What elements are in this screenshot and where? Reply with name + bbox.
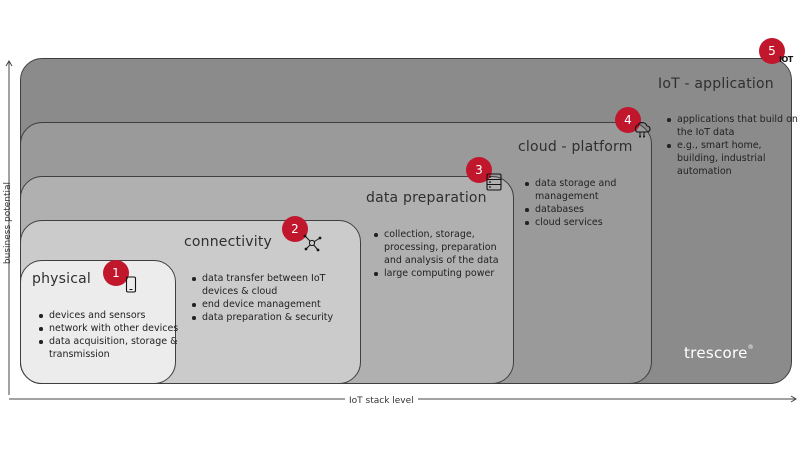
layer-4-bullets: data storage and management databases cl… [523, 177, 645, 229]
layer-2-bullet: data preparation & security [192, 311, 352, 324]
layer-1-badge: 1 [103, 260, 129, 286]
layer-2-bullets: data transfer between IoT devices & clou… [190, 272, 352, 324]
layer-5-bullet: e.g., smart home, building, industrial a… [667, 139, 799, 178]
layer-2-bullet: end device management [192, 298, 352, 311]
layer-3-title: data preparation [366, 190, 487, 206]
x-axis-label: IoT stack level [345, 396, 418, 406]
layer-1-bullet: data acquisition, storage & transmission [39, 335, 184, 361]
brand-logo: trescore® [684, 344, 754, 362]
iot-logo-icon: IOT [779, 55, 793, 64]
layer-1-bullet: devices and sensors [39, 309, 184, 322]
y-axis-label: business potential [3, 181, 13, 265]
layer-2-title: connectivity [184, 234, 273, 250]
layer-5-bullet: applications that build on the IoT data [667, 114, 798, 138]
layer-1-bullets: devices and sensors network with other d… [37, 309, 184, 361]
layer-2-bullet: data transfer between IoT devices & clou… [192, 272, 352, 298]
layer-1-title: physical [32, 271, 91, 287]
x-axis-arrow [790, 395, 797, 403]
layer-3-bullet: collection, storage, processing, prepara… [374, 228, 514, 267]
network-nodes-icon [303, 234, 322, 252]
device-icon [125, 276, 137, 293]
layer-5-bullets: applications that build on the IoT data … [665, 113, 799, 178]
layer-3-bullet: large computing power [374, 267, 514, 280]
layer-3-bullets: collection, storage, processing, prepara… [372, 228, 514, 280]
layer-4-bullet: databases [525, 203, 645, 216]
layer-5-badge: 5 [759, 38, 785, 64]
layer-3-badge: 3 [466, 157, 492, 183]
y-axis-arrow [5, 60, 13, 67]
layer-4-bullet: data storage and management [525, 177, 645, 203]
server-rack-icon [486, 173, 502, 191]
brand-mark: ® [747, 344, 754, 351]
layer-4-title: cloud - platform [518, 139, 633, 155]
layer-1-bullet: network with other devices [39, 322, 184, 335]
layer-2-badge: 2 [282, 216, 308, 242]
layer-4-badge: 4 [615, 107, 641, 133]
cloud-icon [634, 122, 651, 138]
brand-name: trescore [684, 344, 748, 362]
layer-physical [20, 260, 176, 384]
layer-4-bullet: cloud services [525, 216, 645, 229]
layer-5-title: IoT - application [658, 76, 774, 92]
